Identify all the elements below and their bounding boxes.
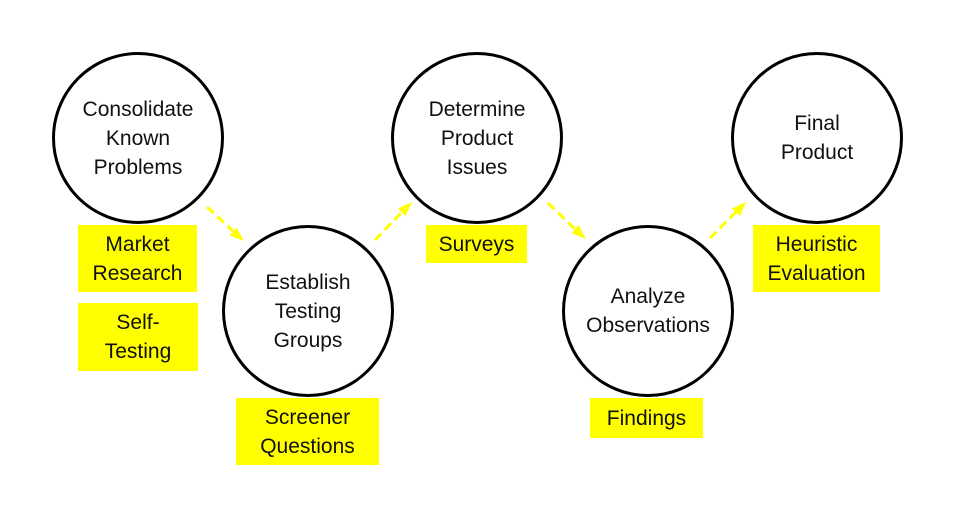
tag-label: Self- Testing [104, 311, 172, 363]
node-establish-testing-groups: Establish Testing Groups [222, 225, 394, 397]
arrow-line [546, 201, 577, 231]
tag-label: Findings [606, 406, 687, 430]
arrow-line [708, 210, 738, 240]
tag-screener-questions: Screener Questions [236, 398, 379, 465]
node-label: Final Product [780, 112, 854, 164]
tag-surveys: Surveys [426, 225, 527, 263]
arrow-head-icon [732, 202, 746, 216]
tag-self-testing: Self- Testing [78, 303, 198, 371]
arrow-line [373, 210, 404, 242]
arrow-establish-to-determine [373, 202, 412, 242]
node-determine-product-issues: Determine Product Issues [391, 52, 563, 224]
node-label: Consolidate Known Problems [82, 97, 194, 179]
node-final-product: Final Product [731, 52, 903, 224]
arrow-analyze-to-final [708, 202, 746, 240]
tag-heuristic-evaluation: Heuristic Evaluation [753, 225, 880, 292]
tag-market-research: Market Research [78, 225, 197, 292]
arrow-line [205, 205, 235, 233]
arrow-head-icon [398, 202, 412, 216]
node-label: Analyze Observations [586, 285, 710, 337]
node-label: Establish Testing Groups [265, 270, 351, 352]
node-consolidate-known-problems: Consolidate Known Problems [52, 52, 224, 224]
node-label: Determine Product Issues [428, 97, 526, 179]
tag-label: Surveys [438, 232, 515, 256]
arrow-head-icon [571, 225, 586, 239]
arrow-determine-to-analyze [546, 201, 586, 239]
arrow-head-icon [229, 227, 244, 241]
arrow-consolidate-to-establish [205, 205, 244, 241]
tag-label: Screener Questions [260, 405, 355, 458]
tag-label: Heuristic Evaluation [767, 232, 866, 285]
tag-findings: Findings [590, 398, 703, 438]
tag-label: Market Research [92, 232, 183, 285]
node-analyze-observations: Analyze Observations [562, 225, 734, 397]
